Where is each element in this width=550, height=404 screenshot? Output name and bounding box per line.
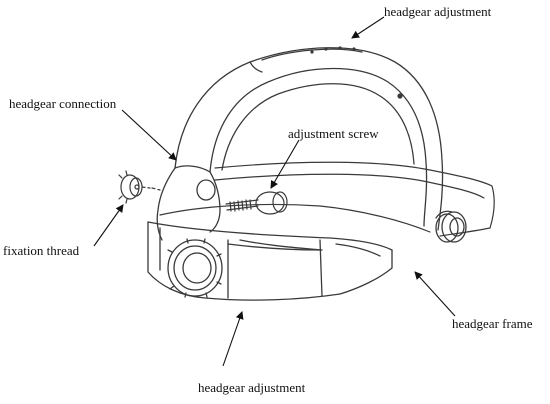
arrow-adjustment-screw: [270, 139, 300, 189]
leader-arrows: [93, 16, 456, 367]
brow-band: [147, 221, 393, 301]
connection-plate: [156, 165, 221, 241]
arrow-headgear-adjustment-top: [351, 16, 385, 39]
adjustment-screw: [225, 191, 288, 215]
arrow-headgear-connection: [121, 109, 177, 161]
arrow-fixation-thread: [93, 204, 124, 247]
fixation-thread-part: [118, 170, 161, 204]
arrow-headgear-adjustment-bottom: [222, 311, 244, 367]
label-fixation-thread: fixation thread: [3, 243, 80, 258]
top-adjustment-holes: [310, 46, 403, 99]
right-pivot-knob: [435, 210, 467, 243]
label-headgear-connection: headgear connection: [9, 96, 117, 111]
arrow-headgear-frame: [414, 271, 456, 317]
label-adjustment-screw: adjustment screw: [288, 126, 379, 141]
rear-band: [159, 161, 495, 237]
front-ratchet-knob: [167, 238, 223, 298]
arch-frame: [174, 47, 444, 231]
label-headgear-adjustment-top: headgear adjustment: [384, 4, 492, 19]
label-headgear-adjustment-bottom: headgear adjustment: [198, 380, 306, 395]
label-headgear-frame: headgear frame: [452, 316, 533, 331]
